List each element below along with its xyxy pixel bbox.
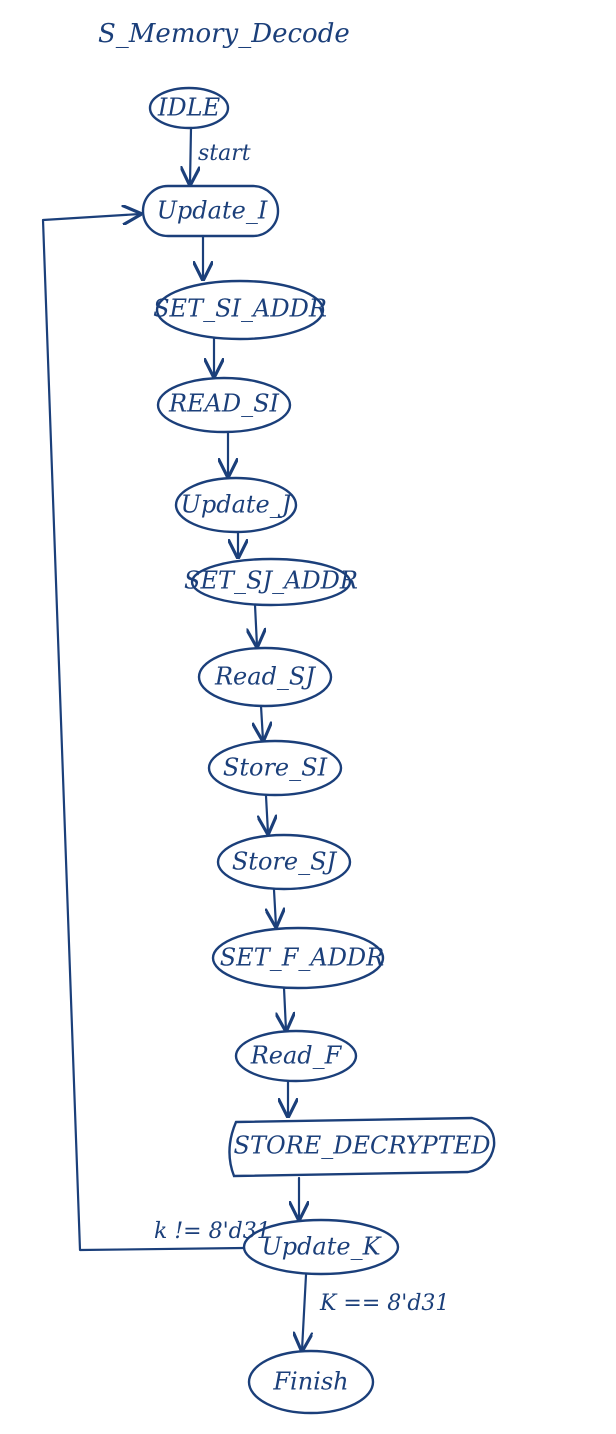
node-set-sj-addr-outline [190,557,352,607]
node-update-i-outline [141,184,280,238]
node-read-sj: Read_SJ [197,646,333,708]
node-idle-outline [148,86,230,130]
node-set-f-addr: SET_F_ADDR [211,926,385,990]
node-read-sj-label: Read_SJ [214,663,316,691]
node-read-si-label: READ_SI [168,390,280,418]
edge-label-start: start [198,141,251,166]
node-read-f-outline [234,1029,358,1083]
node-read-si-outline [156,376,292,434]
node-set-si-addr-outline [155,279,325,341]
node-update-i: Update_I [141,184,280,238]
edge-set-sj-addr-to-read-sj [255,603,257,646]
edge-store-sj-to-set-f-addr [274,888,276,926]
node-update-k: Update_K [242,1218,400,1276]
node-store-decrypted-label: STORE_DECRYPTED [234,1132,491,1160]
edge-store-si-to-store-sj [266,794,268,833]
node-store-sj-outline [216,833,352,891]
edge-set-f-addr-to-read-f [284,986,286,1030]
edge-read-sj-to-store-si [261,704,263,740]
node-update-j-outline [174,476,298,534]
node-store-si-outline [207,739,343,797]
diagram-title: S_Memory_Decode [98,19,350,49]
node-update-i-label: Update_I [157,197,268,225]
node-update-j-label: Update_J [181,491,293,519]
edge-update-k-to-update-i [41,214,246,1252]
node-read-si: READ_SI [156,376,292,434]
node-store-si-label: Store_SI [223,754,328,782]
node-set-si-addr: SET_SI_ADDR [153,279,327,341]
edge-idle-to-update-i [190,126,191,184]
node-store-si: Store_SI [207,739,343,797]
node-store-sj: Store_SJ [216,833,352,891]
node-finish-label: Finish [272,1368,348,1396]
node-idle: IDLE [148,86,230,130]
edge-update-k-to-finish [302,1273,306,1350]
node-read-f-label: Read_F [250,1042,343,1070]
node-store-decrypted-outline [228,1116,496,1178]
node-set-f-addr-outline [211,926,385,990]
node-idle-label: IDLE [157,94,221,122]
node-set-si-addr-label: SET_SI_ADDR [153,295,327,323]
node-set-f-addr-label: SET_F_ADDR [220,944,385,972]
edge-label-loop-condition: k != 8'd31 [154,1219,271,1244]
edge-label-finish-condition: K == 8'd31 [319,1291,449,1316]
node-update-j: Update_J [174,476,298,534]
node-finish: Finish [247,1349,375,1415]
node-set-sj-addr: SET_SJ_ADDR [184,557,358,607]
node-update-k-label: Update_K [261,1233,382,1261]
node-store-decrypted: STORE_DECRYPTED [228,1116,496,1178]
node-set-sj-addr-label: SET_SJ_ADDR [184,567,358,595]
node-store-sj-label: Store_SJ [232,848,338,876]
node-read-f: Read_F [234,1029,358,1083]
